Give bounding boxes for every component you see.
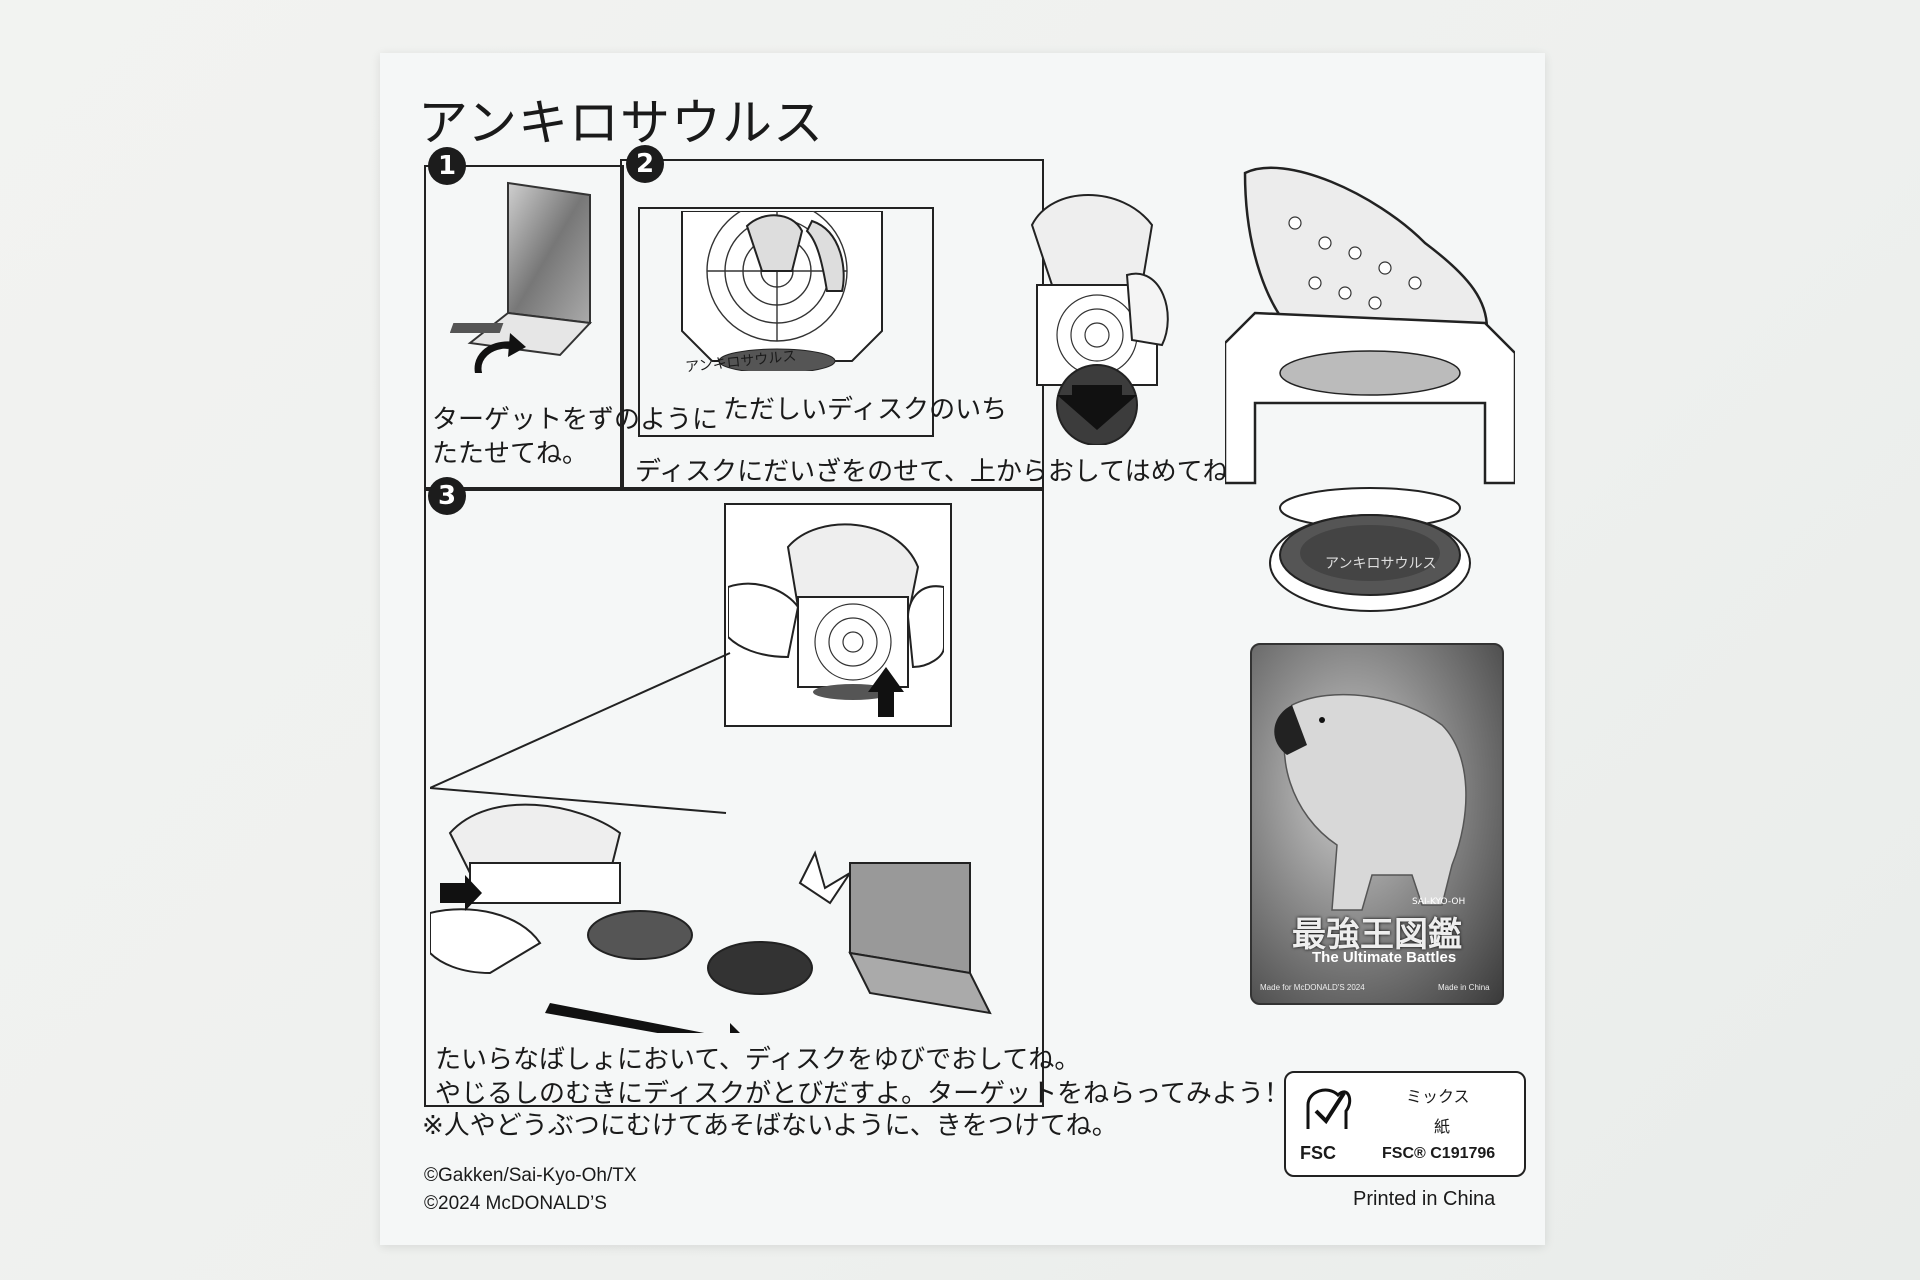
safety-warning: ※人やどうぶつにむけてあそばないように、きをつけてね。 <box>422 1111 1118 1141</box>
card-footer-right: Made in China <box>1438 983 1490 992</box>
disc-label: アンキロサウルス <box>1325 556 1437 572</box>
target-stand-illustration <box>450 181 593 373</box>
step3-number-badge: 3 <box>428 477 466 515</box>
step2-caption: ディスクにだいざをのせて、上からおしてはめてね。 <box>635 457 1255 487</box>
step1-caption-line1: ターゲットをずのように <box>432 405 719 435</box>
copyright-gakken: ©Gakken/Sai-Kyo-Oh/TX <box>424 1165 637 1186</box>
page-title: アンキロサウルス <box>418 94 824 152</box>
disc-illustration <box>1269 514 1471 612</box>
fsc-logo-text: FSC <box>1300 1143 1336 1163</box>
disc-position-caption: ただしいディスクのいち <box>723 395 1008 425</box>
step3-caption-line1: たいらなばしょにおいて、ディスクをゆびでおしてね。 <box>435 1045 1081 1075</box>
card-brand-large: 最強王図鑑 <box>1292 915 1462 955</box>
press-up-illustration <box>728 523 944 717</box>
card-subtitle: The Ultimate Battles <box>1312 949 1457 966</box>
card-footer-left: Made for McDONALD'S 2024 <box>1260 983 1365 992</box>
disc-position-inset <box>638 207 934 437</box>
fsc-license-code: FSC® C191796 <box>1382 1145 1496 1162</box>
base-top-view-illustration <box>681 211 883 371</box>
press-down-illustration <box>1030 194 1169 445</box>
card-brand-small: SAI-KYO-OH <box>1412 897 1466 907</box>
step3-panel <box>424 487 1044 1107</box>
step3-caption-line2: やじるしのむきにディスクがとびだすよ。ターゲットをねらってみよう！ <box>435 1079 1290 1109</box>
fsc-paper-label: 紙 <box>1434 1117 1451 1136</box>
polar-bear-card: SAI-KYO-OH 最強王図鑑 The Ultimate Battles Ma… <box>1250 643 1504 1005</box>
step2-number-badge: 2 <box>626 145 664 183</box>
fsc-mix-label: ミックス <box>1406 1087 1470 1106</box>
assembled-toy-illustration <box>1225 166 1515 529</box>
fsc-certification-box: FSC ミックス 紙 FSC® C191796 <box>1284 1071 1526 1177</box>
step1-panel <box>424 165 624 491</box>
printed-in-label: Printed in China <box>1353 1188 1496 1210</box>
polar-bear-image <box>1274 693 1467 911</box>
launch-scene-illustration <box>430 652 992 1033</box>
tree-check-icon <box>1306 1088 1352 1129</box>
copyright-mcdonalds: ©2024 McDONALD’S <box>424 1193 607 1214</box>
step1-number-badge: 1 <box>428 147 466 185</box>
step1-caption-line2: たたせてね。 <box>432 439 589 469</box>
instruction-sheet: アンキロサウルス 1 ターゲットをずのように たたせてね。 2 アンキロサウルス… <box>380 53 1545 1245</box>
